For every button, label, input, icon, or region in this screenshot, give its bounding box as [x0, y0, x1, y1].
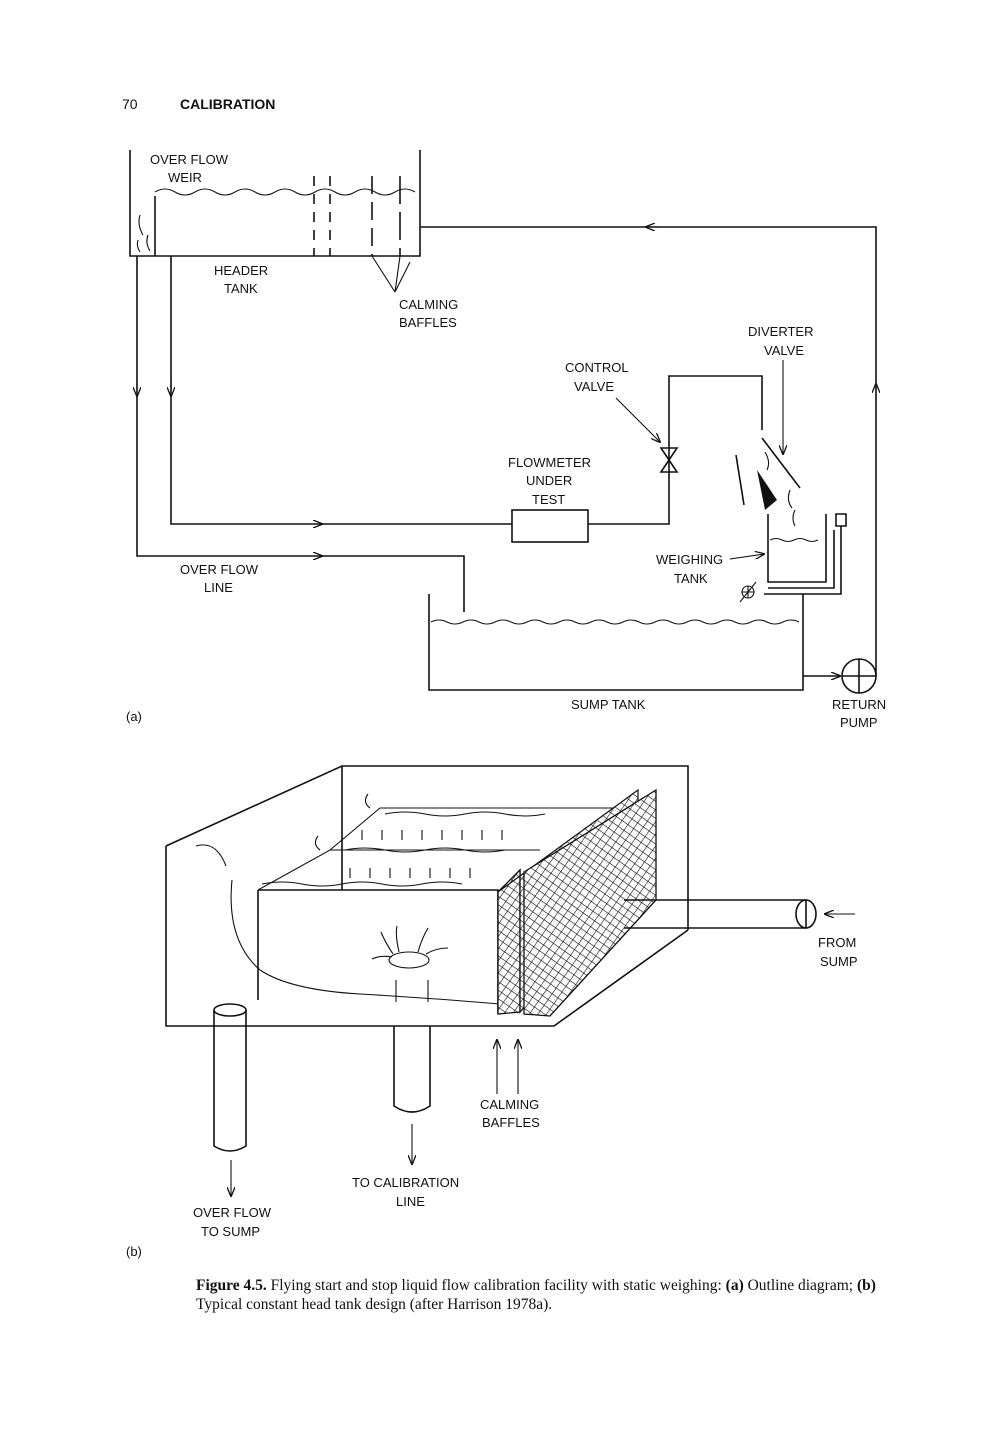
label-diverter-valve-1: DIVERTER — [748, 324, 814, 339]
label-flowmeter-2: UNDER — [526, 473, 572, 488]
label-to-calibration-1: TO CALIBRATION — [352, 1175, 459, 1190]
label-overflow-line-1: OVER FLOW — [180, 562, 259, 577]
calibration-pipe — [393, 1026, 431, 1164]
label-flowmeter-3: TEST — [532, 492, 565, 507]
label-b-calming-baffles-2: BAFFLES — [482, 1115, 540, 1130]
label-diverter-valve-2: VALVE — [764, 343, 804, 358]
caption-part-a-label: (a) — [725, 1277, 744, 1294]
label-calming-baffles-2: BAFFLES — [399, 315, 457, 330]
label-overflow-line-2: LINE — [204, 580, 233, 595]
label-header-tank-2: TANK — [224, 281, 258, 296]
label-overflow-weir-2: WEIR — [168, 170, 202, 185]
label-overflow-to-sump-2: TO SUMP — [201, 1224, 260, 1239]
caption-figure-label: Figure 4.5. — [196, 1277, 267, 1294]
label-from-sump-1: FROM — [818, 935, 856, 950]
weighing-tank — [739, 513, 847, 603]
header-tank — [129, 150, 421, 293]
calming-baffles-arrows — [497, 1040, 518, 1094]
constant-head-box — [165, 765, 689, 1027]
page-header: 70 CALIBRATION — [122, 96, 275, 112]
label-sump-tank: SUMP TANK — [571, 697, 646, 712]
panel-label-b: (b) — [126, 1244, 142, 1259]
figure-caption: Figure 4.5. Flying start and stop liquid… — [196, 1276, 896, 1314]
label-header-tank-1: HEADER — [214, 263, 268, 278]
label-from-sump-2: SUMP — [820, 954, 858, 969]
label-return-pump-1: RETURN — [832, 697, 886, 712]
calming-baffles-mesh — [497, 788, 657, 1017]
calibration-line — [171, 256, 512, 524]
label-weighing-tank-2: TANK — [674, 571, 708, 586]
panel-label-a: (a) — [126, 709, 142, 724]
label-weighing-tank-1: WEIGHING — [656, 552, 723, 567]
sump-tank — [428, 594, 804, 691]
caption-text-3: Typical constant head tank design (after… — [196, 1296, 553, 1313]
label-control-valve-2: VALVE — [574, 379, 614, 394]
overflow-line — [137, 256, 465, 612]
diagram-a: OVER FLOW WEIR HEADER TANK CALMING BAFFL… — [126, 150, 886, 730]
diagram-b: FROM SUMP CALMING BAFFLES TO CALIBRATION… — [126, 765, 858, 1259]
inner-tank — [257, 793, 620, 1014]
caption-text-2: Outline diagram; — [743, 1277, 857, 1294]
flowmeter — [511, 509, 589, 543]
diverter-valve — [735, 437, 801, 527]
return-line — [420, 227, 876, 676]
label-overflow-to-sump-1: OVER FLOW — [193, 1205, 272, 1220]
inlet-pipe — [624, 899, 855, 929]
control-valve — [659, 447, 679, 473]
page-number: 70 — [122, 96, 138, 112]
label-return-pump-2: PUMP — [840, 715, 878, 730]
label-control-valve-1: CONTROL — [565, 360, 629, 375]
return-pump — [803, 658, 877, 694]
label-flowmeter-1: FLOWMETER — [508, 455, 591, 470]
label-to-calibration-2: LINE — [396, 1194, 425, 1209]
overflow-pipe — [213, 1003, 247, 1196]
label-overflow-weir-1: OVER FLOW — [150, 152, 229, 167]
label-b-calming-baffles-1: CALMING — [480, 1097, 539, 1112]
label-calming-baffles-1: CALMING — [399, 297, 458, 312]
caption-part-b-label: (b) — [856, 1277, 876, 1294]
section-title: CALIBRATION — [180, 96, 276, 112]
caption-text-1: Flying start and stop liquid flow calibr… — [266, 1277, 726, 1294]
